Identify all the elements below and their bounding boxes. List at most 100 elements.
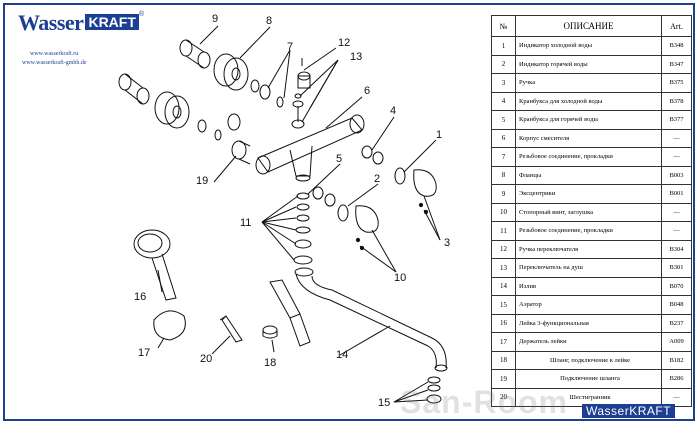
- registered-mark: ®: [138, 11, 145, 18]
- leader-lines: [157, 25, 441, 403]
- callout-3: 3: [444, 237, 450, 249]
- logo-box: KRAFT: [85, 14, 139, 30]
- row-number: 10: [491, 202, 516, 222]
- row-number: 17: [491, 332, 516, 352]
- row-article: B001: [661, 184, 692, 204]
- row-article: B377: [661, 110, 692, 130]
- callout-20: 20: [200, 353, 212, 365]
- part-9-eccentric: [118, 39, 211, 105]
- header-description: ОПИСАНИЕ: [515, 15, 662, 37]
- row-article: B301: [661, 258, 692, 278]
- row-article: —: [661, 387, 692, 407]
- row-number: 3: [491, 73, 516, 93]
- callout-5: 5: [336, 153, 342, 165]
- part-6-mixer-body: [255, 114, 365, 182]
- row-number: 6: [491, 128, 516, 148]
- brand-url-de: www.wasserkraft-gmbh.de: [22, 60, 87, 66]
- row-description: Держатель лейки: [515, 332, 662, 352]
- row-number: 12: [491, 239, 516, 259]
- row-number: 14: [491, 276, 516, 296]
- row-description: Излив: [515, 276, 662, 296]
- callout-9: 9: [212, 13, 218, 25]
- callout-13: 13: [350, 51, 362, 63]
- row-number: 8: [491, 165, 516, 185]
- row-description: Индикатор горячей воды: [515, 54, 662, 74]
- callout-14: 14: [336, 349, 348, 361]
- callout-12: 12: [338, 37, 350, 49]
- row-article: B375: [661, 73, 692, 93]
- callout-16: 16: [134, 291, 146, 303]
- row-description: Ручка: [515, 73, 662, 93]
- row-description: Аэратор: [515, 295, 662, 315]
- callout-2: 2: [374, 173, 380, 185]
- row-article: B347: [661, 54, 692, 74]
- row-description: Переключатель на душ: [515, 258, 662, 278]
- row-description: Ручка переключателя: [515, 239, 662, 259]
- row-description: Резьбовое соединение, прокладки: [515, 147, 662, 167]
- row-description: Шланг, подключение к лейке: [515, 350, 662, 370]
- callout-18: 18: [264, 357, 276, 369]
- callout-1: 1: [436, 129, 442, 141]
- callout-4: 4: [390, 105, 396, 117]
- callout-7: 7: [287, 41, 293, 53]
- brand-footer: WasserKRAFT: [582, 404, 676, 418]
- header-no: №: [491, 15, 516, 37]
- part-14-spout: [294, 267, 448, 372]
- brand-url-ru: www.wasserkraft.ru: [30, 51, 79, 57]
- part-1-2-3-handles: [337, 167, 437, 233]
- row-article: B348: [661, 36, 692, 56]
- row-article: B070: [661, 276, 692, 296]
- row-article: —: [661, 147, 692, 167]
- row-description: Резьбовое соединение, прокладки: [515, 221, 662, 241]
- header-art: Art.: [661, 15, 692, 37]
- callout-10: 10: [394, 272, 406, 284]
- row-number: 9: [491, 184, 516, 204]
- row-article: —: [661, 202, 692, 222]
- watermark: San-Room: [400, 384, 568, 420]
- row-article: B048: [661, 295, 692, 315]
- part-17-holder: [153, 310, 186, 341]
- row-description: Фланцы: [515, 165, 662, 185]
- row-article: —: [661, 128, 692, 148]
- row-description: Эксцентрики: [515, 184, 662, 204]
- row-number: 18: [491, 350, 516, 370]
- row-description: Корпус смесителя: [515, 128, 662, 148]
- part-10-screws: [355, 202, 429, 251]
- callout-6: 6: [364, 85, 370, 97]
- row-number: 1: [491, 36, 516, 56]
- part-11-threaded-stack: [293, 192, 313, 265]
- row-article: B286: [661, 369, 692, 389]
- table-header-row: № ОПИСАНИЕ Art.: [491, 15, 692, 37]
- part-19-hose-connector: [227, 113, 251, 165]
- row-article: A009: [661, 332, 692, 352]
- part-16-shower-head: [133, 229, 177, 301]
- row-description: Стопорный винт, заглушка: [515, 202, 662, 222]
- row-number: 11: [491, 221, 516, 241]
- callout-11: 11: [240, 217, 251, 229]
- callout-8: 8: [266, 15, 272, 27]
- row-description: Индикатор холодной воды: [515, 36, 662, 56]
- row-article: B003: [661, 165, 692, 185]
- part-7-connections: [197, 79, 284, 141]
- row-number: 2: [491, 54, 516, 74]
- row-article: B237: [661, 313, 692, 333]
- logo-word: Wasser: [18, 10, 84, 35]
- row-article: B378: [661, 91, 692, 111]
